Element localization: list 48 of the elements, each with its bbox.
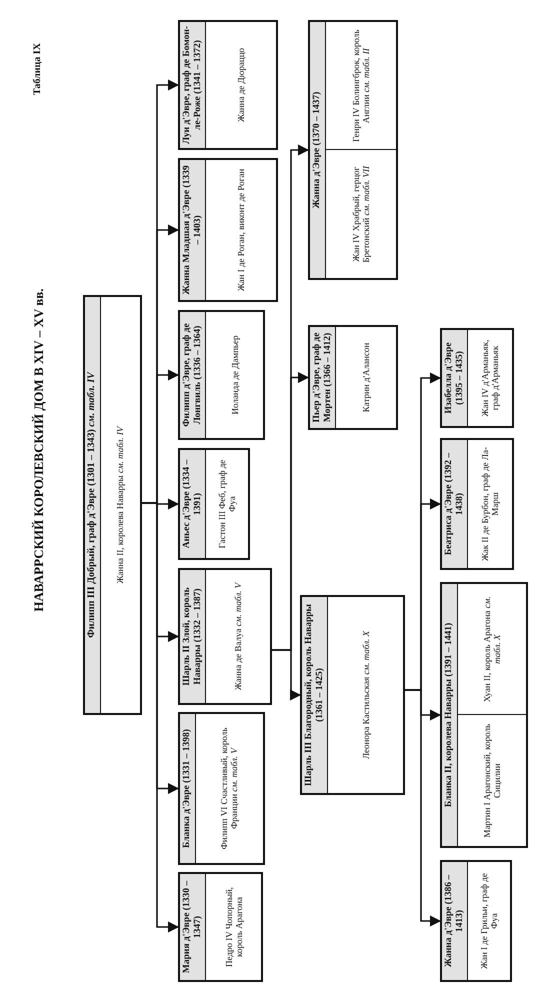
family-box	[300, 595, 405, 795]
person-name: Филипп д'Эвре, граф де Лонгвиль (1336 – 1364)	[180, 312, 206, 438]
family-box	[83, 295, 142, 715]
person-name: Филипп III Добрый, граф д'Эвре (1301 – 1343) см. табл. IV	[85, 297, 100, 713]
family-box	[178, 158, 278, 302]
spouse-name: Иоланда де Дампьер	[228, 334, 241, 417]
spouse-name: Мартин I Арагонский, король Сицилии	[480, 722, 503, 840]
family-box	[178, 712, 265, 865]
person-name: Бланка д'Эвре (1331 – 1398)	[180, 714, 196, 863]
spouse-name: Жан I де Грильи, граф де Фуа	[478, 872, 500, 971]
family-box	[440, 860, 512, 982]
table-number: Таблица IX	[32, 43, 43, 95]
person-name: Луи д'Эвре, граф де Бомон-ле-Роже (1341 – 1372)	[180, 22, 206, 148]
family-box	[440, 328, 514, 428]
spouse-name: Жанна де Дюраццо	[235, 46, 247, 124]
connector-arrow	[272, 144, 310, 651]
family-box	[440, 582, 528, 848]
person-name: Аньес д'Эвре (1334 – 1391)	[180, 450, 206, 558]
family-box	[178, 872, 263, 982]
spouse-name: Педро IV Чопорный, король Арагона	[222, 886, 245, 969]
connector-arrow	[405, 372, 442, 691]
person-name: Жанна д'Эвре (1370 – 1437)	[310, 22, 326, 278]
family-box	[440, 438, 514, 570]
family-box	[178, 568, 272, 705]
spouse-name: Гастон III Феб, граф де Фуа	[216, 458, 238, 550]
family-box	[308, 325, 398, 430]
diagram-title: НАВАРРСКИЙ КОРОЛЕВСКИЙ ДОМ В XIV – XV вв.	[31, 287, 47, 614]
person-name: Жанна Младшая д'Эвре (1339 – 1403)	[180, 160, 206, 300]
spouse-name: Жан IV д'Арманьяк, граф д'Арманьяк	[479, 338, 501, 418]
person-name: Изабелла д'Эвре (1395 – 1435)	[442, 330, 468, 426]
family-box	[178, 448, 250, 560]
family-box	[178, 20, 278, 150]
person-name: Бланка II, королева Наварры (1391 – 1441)	[442, 584, 458, 846]
family-box	[178, 310, 265, 440]
person-name: Беатриса д'Эвре (1392 – 1438)	[442, 440, 468, 568]
person-name: Шарль II Злой, король Наварры (1332 – 1387)	[180, 570, 206, 703]
spouse-name: Жак II де Бурбон, граф де Ла-Марш	[479, 446, 501, 564]
spouse-name: Жанна II, королева Наварры см. табл. IV	[114, 424, 126, 586]
spouse-name: Катрин д'Алансон	[360, 342, 372, 414]
family-box	[308, 20, 398, 280]
spouse-name: Леонора Кастильская см. табл. X	[360, 630, 372, 762]
person-name: Мария д'Эвре (1330 – 1347)	[180, 874, 206, 980]
spouse-name: Жанна де Валуа см. табл. V	[232, 581, 244, 692]
person-name: Шарль III Благородный, король Наварры (1361 – 1425)	[302, 597, 328, 793]
spouse-name: Хуан II, король Арагона см. табл. X	[458, 584, 526, 716]
person-name: Пьер д'Эвре, граф де Мортен (1366 – 1412)	[310, 327, 336, 428]
spouse-name: Жан I де Роган, виконт де Роган	[235, 168, 247, 294]
person-name: Жанна д'Эвре (1386 – 1413)	[442, 862, 468, 980]
